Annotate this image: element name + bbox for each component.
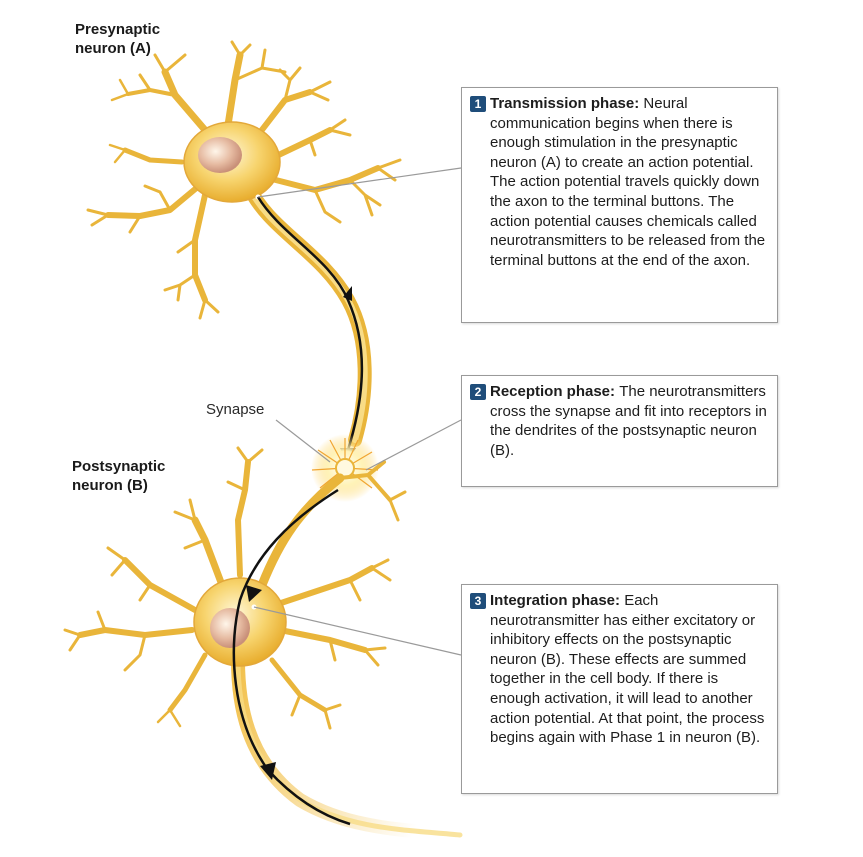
phase-number-badge-3: 3 — [470, 593, 486, 609]
action-potential-arrow-a — [256, 196, 364, 451]
arrowhead-a1 — [343, 286, 352, 301]
presynaptic-nucleus — [198, 137, 242, 173]
leader-line-3 — [253, 606, 462, 656]
reception-phase-title: Reception phase: — [490, 383, 620, 400]
action-potential-arrow-b — [232, 488, 351, 826]
presynaptic-dendrites — [86, 40, 402, 320]
postsynaptic-axon — [231, 653, 467, 842]
reception-phase-box: 2 Reception phase: The neurotransmitters… — [461, 375, 778, 487]
presynaptic-label-line2: neuron (A) — [75, 40, 151, 57]
leader-line-1 — [257, 167, 462, 198]
transmission-phase-title: Transmission phase: — [490, 95, 644, 112]
reception-phase-text: The neurotransmitters cross the synapse … — [490, 383, 767, 459]
transmission-phase-text: Neural communication begins when there i… — [490, 95, 766, 269]
presynaptic-label-line1: Presynaptic — [75, 21, 161, 38]
presynaptic-neuron-label: Presynaptic neuron (A) — [75, 20, 160, 58]
transmission-phase-box: 1 Transmission phase: Neural communicati… — [461, 87, 778, 323]
leader-lines — [253, 167, 462, 656]
postsynaptic-label-line1: Postsynaptic — [72, 458, 166, 475]
arrowhead-b1 — [246, 585, 262, 602]
arrowhead-b2 — [260, 762, 276, 780]
integration-phase-title: Integration phase: — [490, 592, 625, 609]
postsynaptic-dendrites — [63, 446, 407, 730]
phase-number-badge-1: 1 — [470, 96, 486, 112]
presynaptic-axon — [241, 178, 372, 447]
postsynaptic-nucleus — [210, 608, 250, 648]
synapse-label: Synapse — [206, 401, 265, 418]
postsynaptic-neuron-label: Postsynaptic neuron (B) — [72, 457, 165, 495]
integration-phase-text: Each neurotransmitter has either excitat… — [490, 592, 765, 747]
phase-number-badge-2: 2 — [470, 384, 486, 400]
leader-line-2 — [365, 419, 462, 471]
postsynaptic-label-line2: neuron (B) — [72, 477, 148, 494]
presynaptic-neuron — [86, 40, 402, 447]
integration-phase-box: 3 Integration phase: Each neurotransmitt… — [461, 584, 778, 794]
leader-line-synapse — [275, 419, 331, 463]
